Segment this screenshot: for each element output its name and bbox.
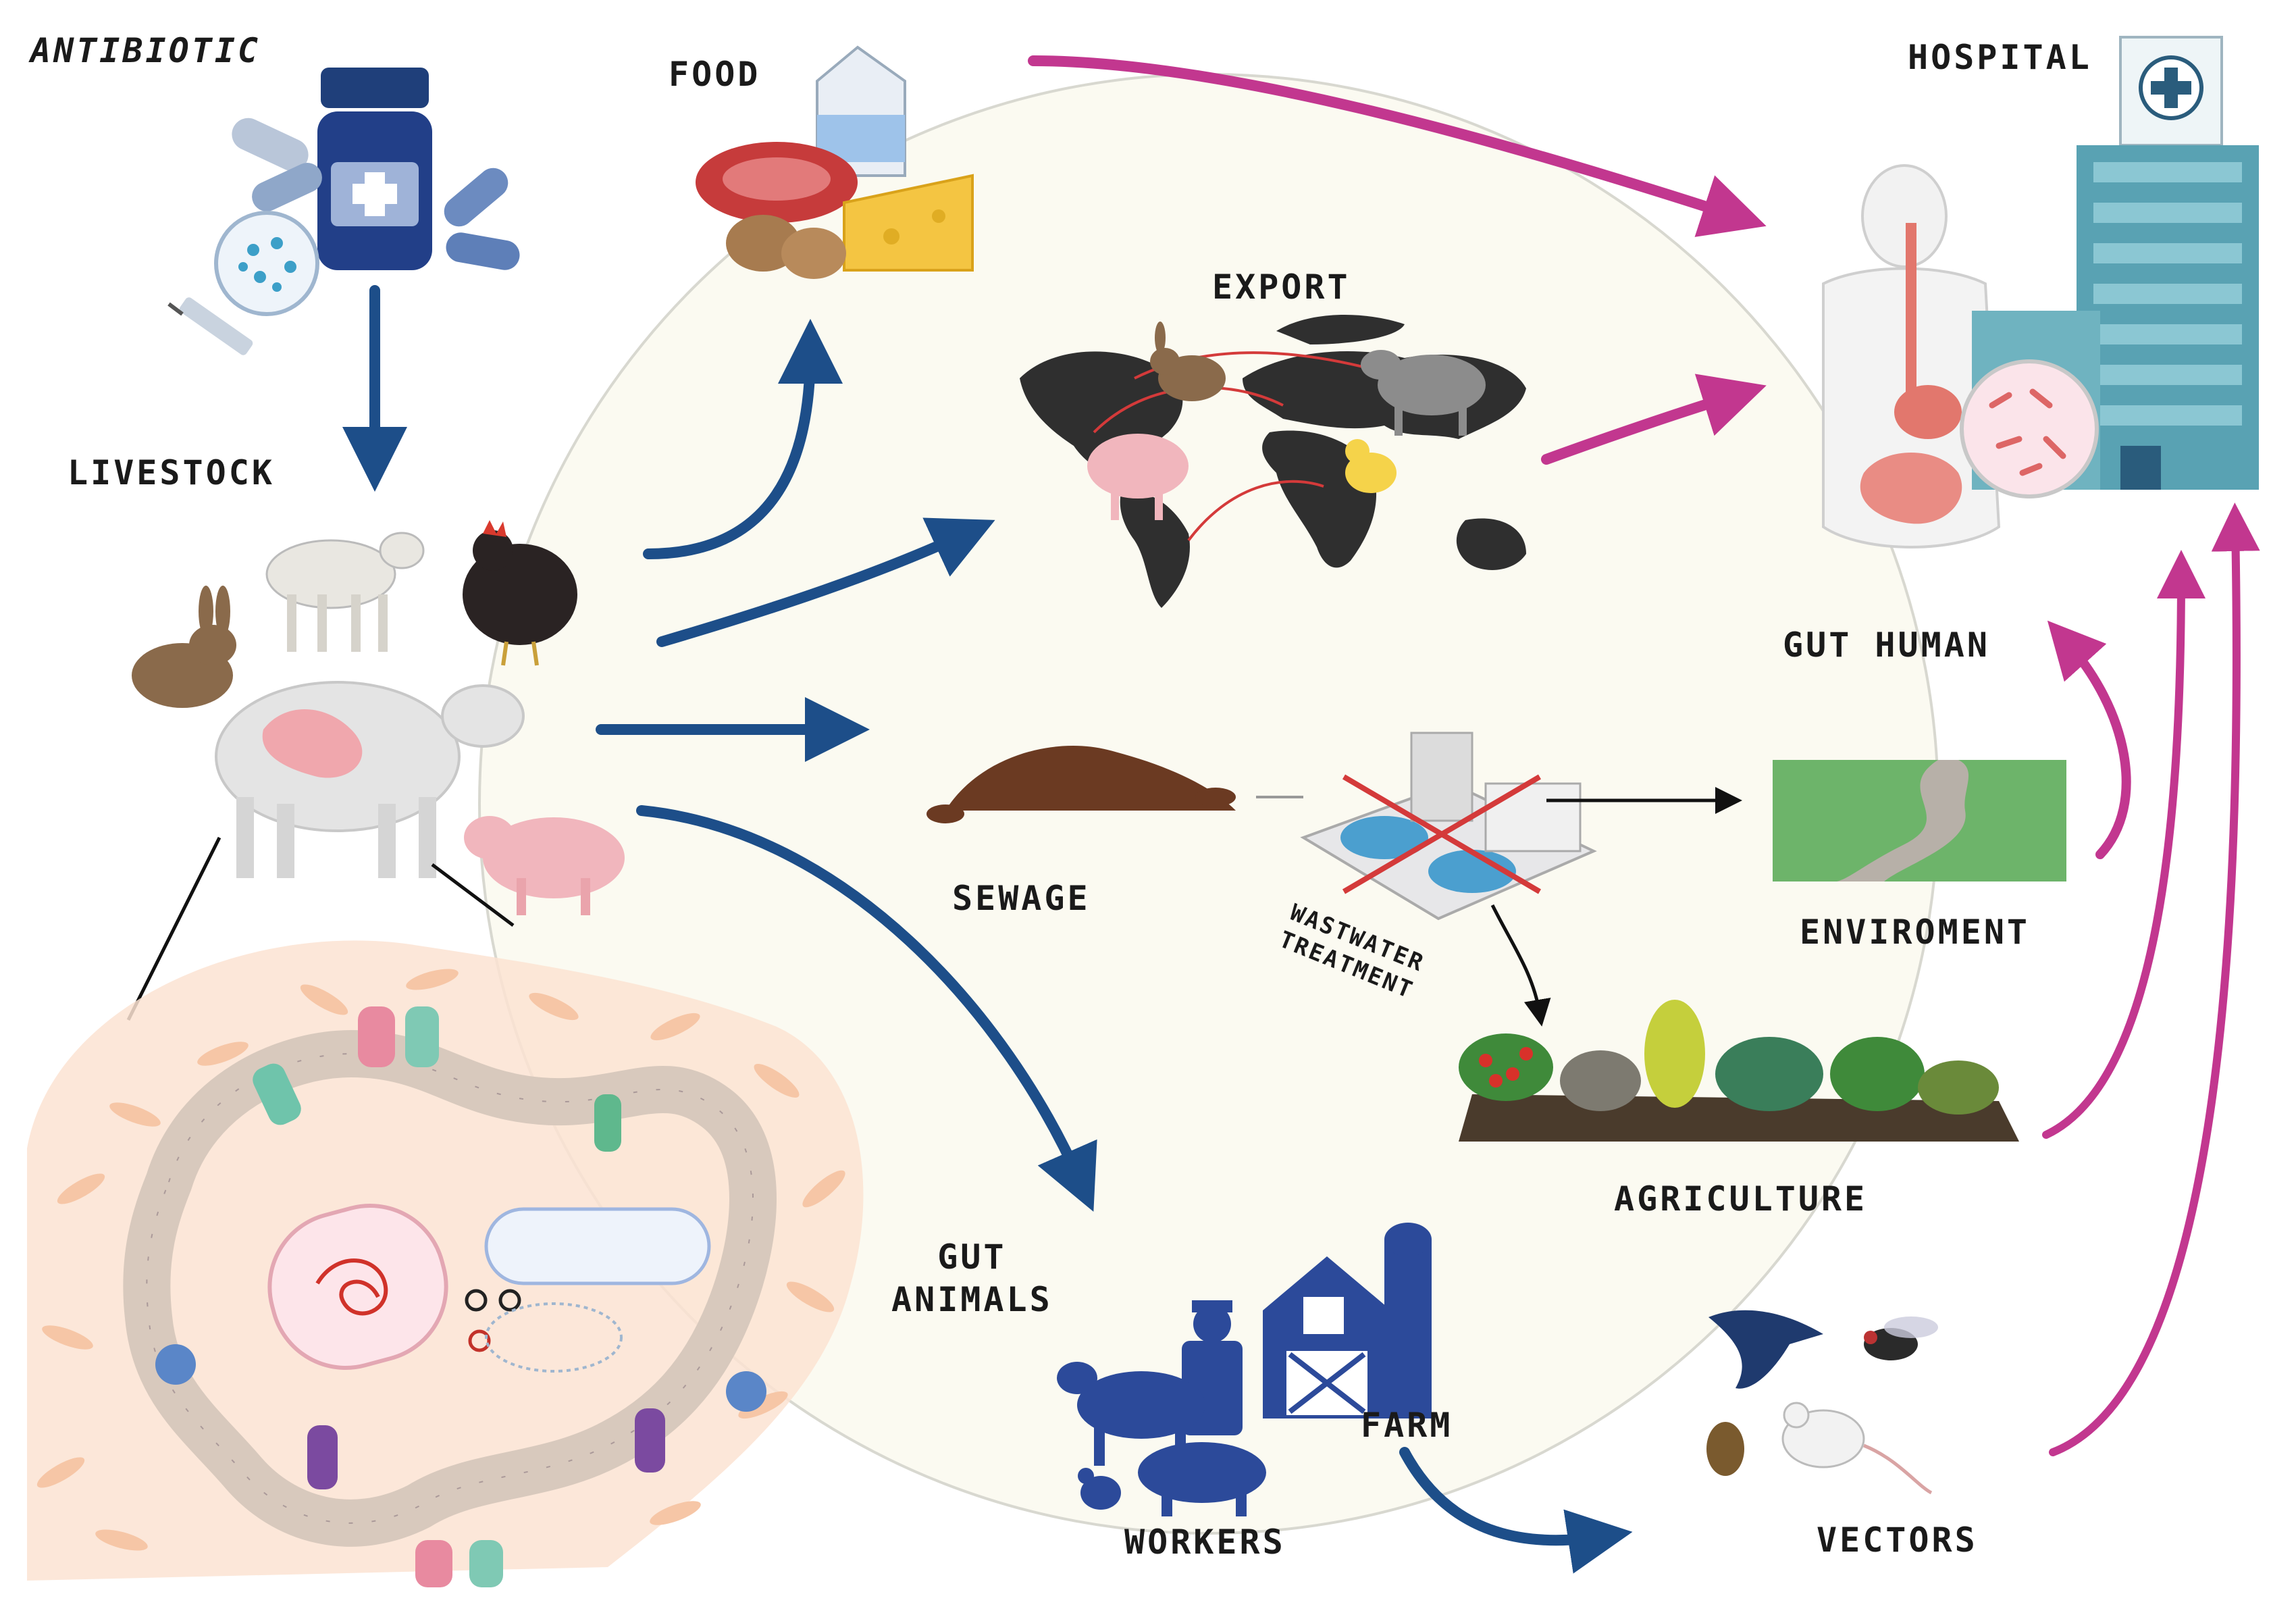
label-livestock: LIVESTOCK: [68, 453, 275, 492]
pig-icon: [1138, 1442, 1266, 1516]
label-workers: WORKERS: [1124, 1523, 1286, 1562]
treatment-plant-icon: [1300, 732, 1597, 921]
livestock-group: [132, 520, 625, 915]
rooster-icon: [463, 520, 577, 666]
zoom-line-right: [431, 863, 515, 927]
syringe-icon: [167, 297, 253, 355]
goat-icon: [1361, 350, 1486, 436]
rabbit-icon: [1150, 322, 1226, 401]
label-farm: FARM: [1361, 1406, 1453, 1445]
gut-tissue-cross-section-icon: [27, 940, 864, 1587]
label-food: FOOD: [669, 55, 761, 94]
label-environment: ENVIROMENT: [1800, 913, 2031, 952]
arrow-farm-to-vectors: [1399, 1447, 1633, 1574]
plasmid-icon: [465, 1207, 711, 1373]
zoom-line-left: [126, 836, 221, 1021]
cow-icon: [215, 681, 525, 878]
arrow-livestock-to-export: [656, 517, 995, 647]
chick-icon: [1345, 439, 1397, 493]
human-digestive-tract-icon: [1822, 164, 2001, 548]
label-vectors: VECTORS: [1817, 1520, 1978, 1560]
arrow-environment-to-human: [2047, 620, 2131, 859]
meat-icon: [696, 142, 858, 223]
blue-arrows: [342, 285, 1633, 1574]
bacteria-magnifier-icon: [1960, 359, 2099, 498]
label-agriculture: AGRICULTURE: [1614, 1179, 1868, 1219]
mouse-icon: [1781, 1402, 1933, 1495]
arrow-agriculture-to-hospital: [2042, 550, 2206, 1139]
medicine-bottle-icon: [317, 68, 432, 270]
fly-icon: [1864, 1316, 1938, 1360]
pig-icon: [1087, 434, 1189, 520]
vectors-group: [1706, 1310, 1938, 1495]
pig-icon: [464, 816, 625, 915]
milk-carton-icon: [816, 45, 906, 177]
rabbit-icon: [132, 586, 236, 708]
arrow-vectors-to-hospital: [2049, 503, 2260, 1456]
label-gut-human: GUT HUMAN: [1783, 625, 1990, 665]
magenta-arrows: [1028, 55, 2260, 1456]
bacteria-petri-icon: [214, 211, 319, 316]
goat-icon: [265, 532, 425, 652]
farm-barn-icon: [1263, 1256, 1391, 1418]
river-landscape-icon: [1773, 760, 2066, 881]
food-group: [696, 45, 974, 279]
arrow-export-to-human: [1541, 374, 1767, 465]
label-antibiotic: ANTIBIOTIC: [30, 31, 261, 70]
antibiotic-group: [167, 68, 520, 355]
beetle-icon: [1706, 1422, 1744, 1476]
arrow-livestock-to-food: [643, 319, 843, 559]
cheese-icon: [843, 174, 974, 272]
potatoes-icon: [726, 215, 846, 279]
bacterium-icon: [267, 1203, 448, 1371]
label-sewage: SEWAGE: [952, 879, 1091, 918]
pills-icon: [232, 118, 520, 270]
label-export: EXPORT: [1212, 267, 1351, 307]
chicken-icon: [1078, 1468, 1121, 1510]
label-hospital: HOSPITAL: [1908, 38, 2092, 77]
plant-to-agriculture-arrow: [1490, 904, 1551, 1027]
swallow-icon: [1708, 1310, 1823, 1389]
label-gut-animals: GUT ANIMALS: [891, 1237, 1053, 1319]
farm-group: [1057, 1223, 1432, 1516]
arrow-food-to-human: [1028, 55, 1767, 237]
silo-icon: [1384, 1223, 1432, 1418]
crop-field-icon: [1459, 1000, 2019, 1142]
sewage-pile-icon: [927, 746, 1236, 823]
arrow-livestock-to-farm: [636, 805, 1097, 1212]
